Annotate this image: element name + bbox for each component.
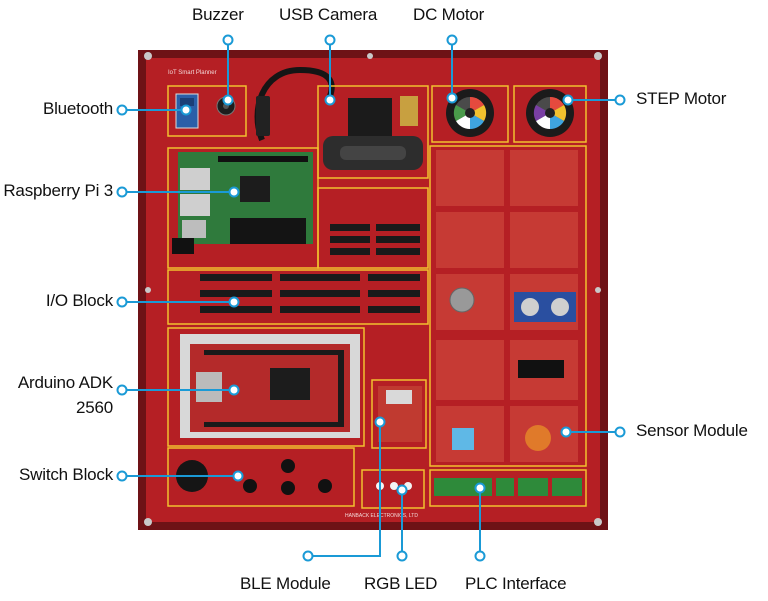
sensor-module-box [429,145,587,467]
screw [144,52,152,60]
screw [367,53,373,59]
label-io-block: I/O Block [45,291,113,310]
io-block-box [167,269,429,325]
camera-chip [400,96,418,126]
humidity-sensor [452,428,474,450]
label-buzzer: Buzzer [192,5,244,24]
label-rgb-led: RGB LED [364,574,438,593]
screw [144,518,152,526]
camera-mount [348,98,392,138]
label-arduino-line1: Arduino ADK [17,373,113,392]
label-bluetooth: Bluetooth [42,99,113,118]
push-button [318,479,332,493]
arduino-box [167,327,365,447]
dc-motor-box [431,85,509,143]
label-switch-block: Switch Block [19,465,113,484]
board-footer: HANBACK ELECTRONICS, LTD [345,513,418,519]
screw [594,52,602,60]
label-sensor-module: Sensor Module [636,421,748,440]
callout-lines [122,40,620,557]
board-title: IoT Smart Planner [168,70,217,76]
label-dc-motor: DC Motor [413,5,485,24]
plc-interface-box [429,469,587,507]
screw [145,287,151,293]
usb-camera-box [317,85,429,179]
screw [594,518,602,526]
label-usb-camera: USB Camera [279,5,378,24]
io-upper-box [317,187,429,269]
ble-rgb-box [371,379,427,449]
io-header-rows [200,224,420,313]
screw [595,287,601,293]
plc-terminals [434,478,582,496]
usb-plug [256,96,270,136]
label-arduino-line2: 2560 [75,398,113,417]
push-button [243,479,257,493]
push-button [281,481,295,495]
led [390,482,398,490]
power-switch [172,238,194,254]
rgb-led-box [361,469,425,509]
label-plc-interface: PLC Interface [465,574,567,593]
push-button [281,459,295,473]
label-ble-module: BLE Module [240,574,331,593]
gas-sensor [449,287,475,313]
color-sensor [525,425,551,451]
label-step-motor: STEP Motor [636,89,727,108]
dust-sensor [518,360,564,378]
callout-end-dots [116,34,626,562]
label-raspberry-pi: Raspberry Pi 3 [3,181,113,200]
step-motor-box [513,85,587,143]
sensor-tiles [436,150,578,462]
callout-line-ble [308,422,381,557]
